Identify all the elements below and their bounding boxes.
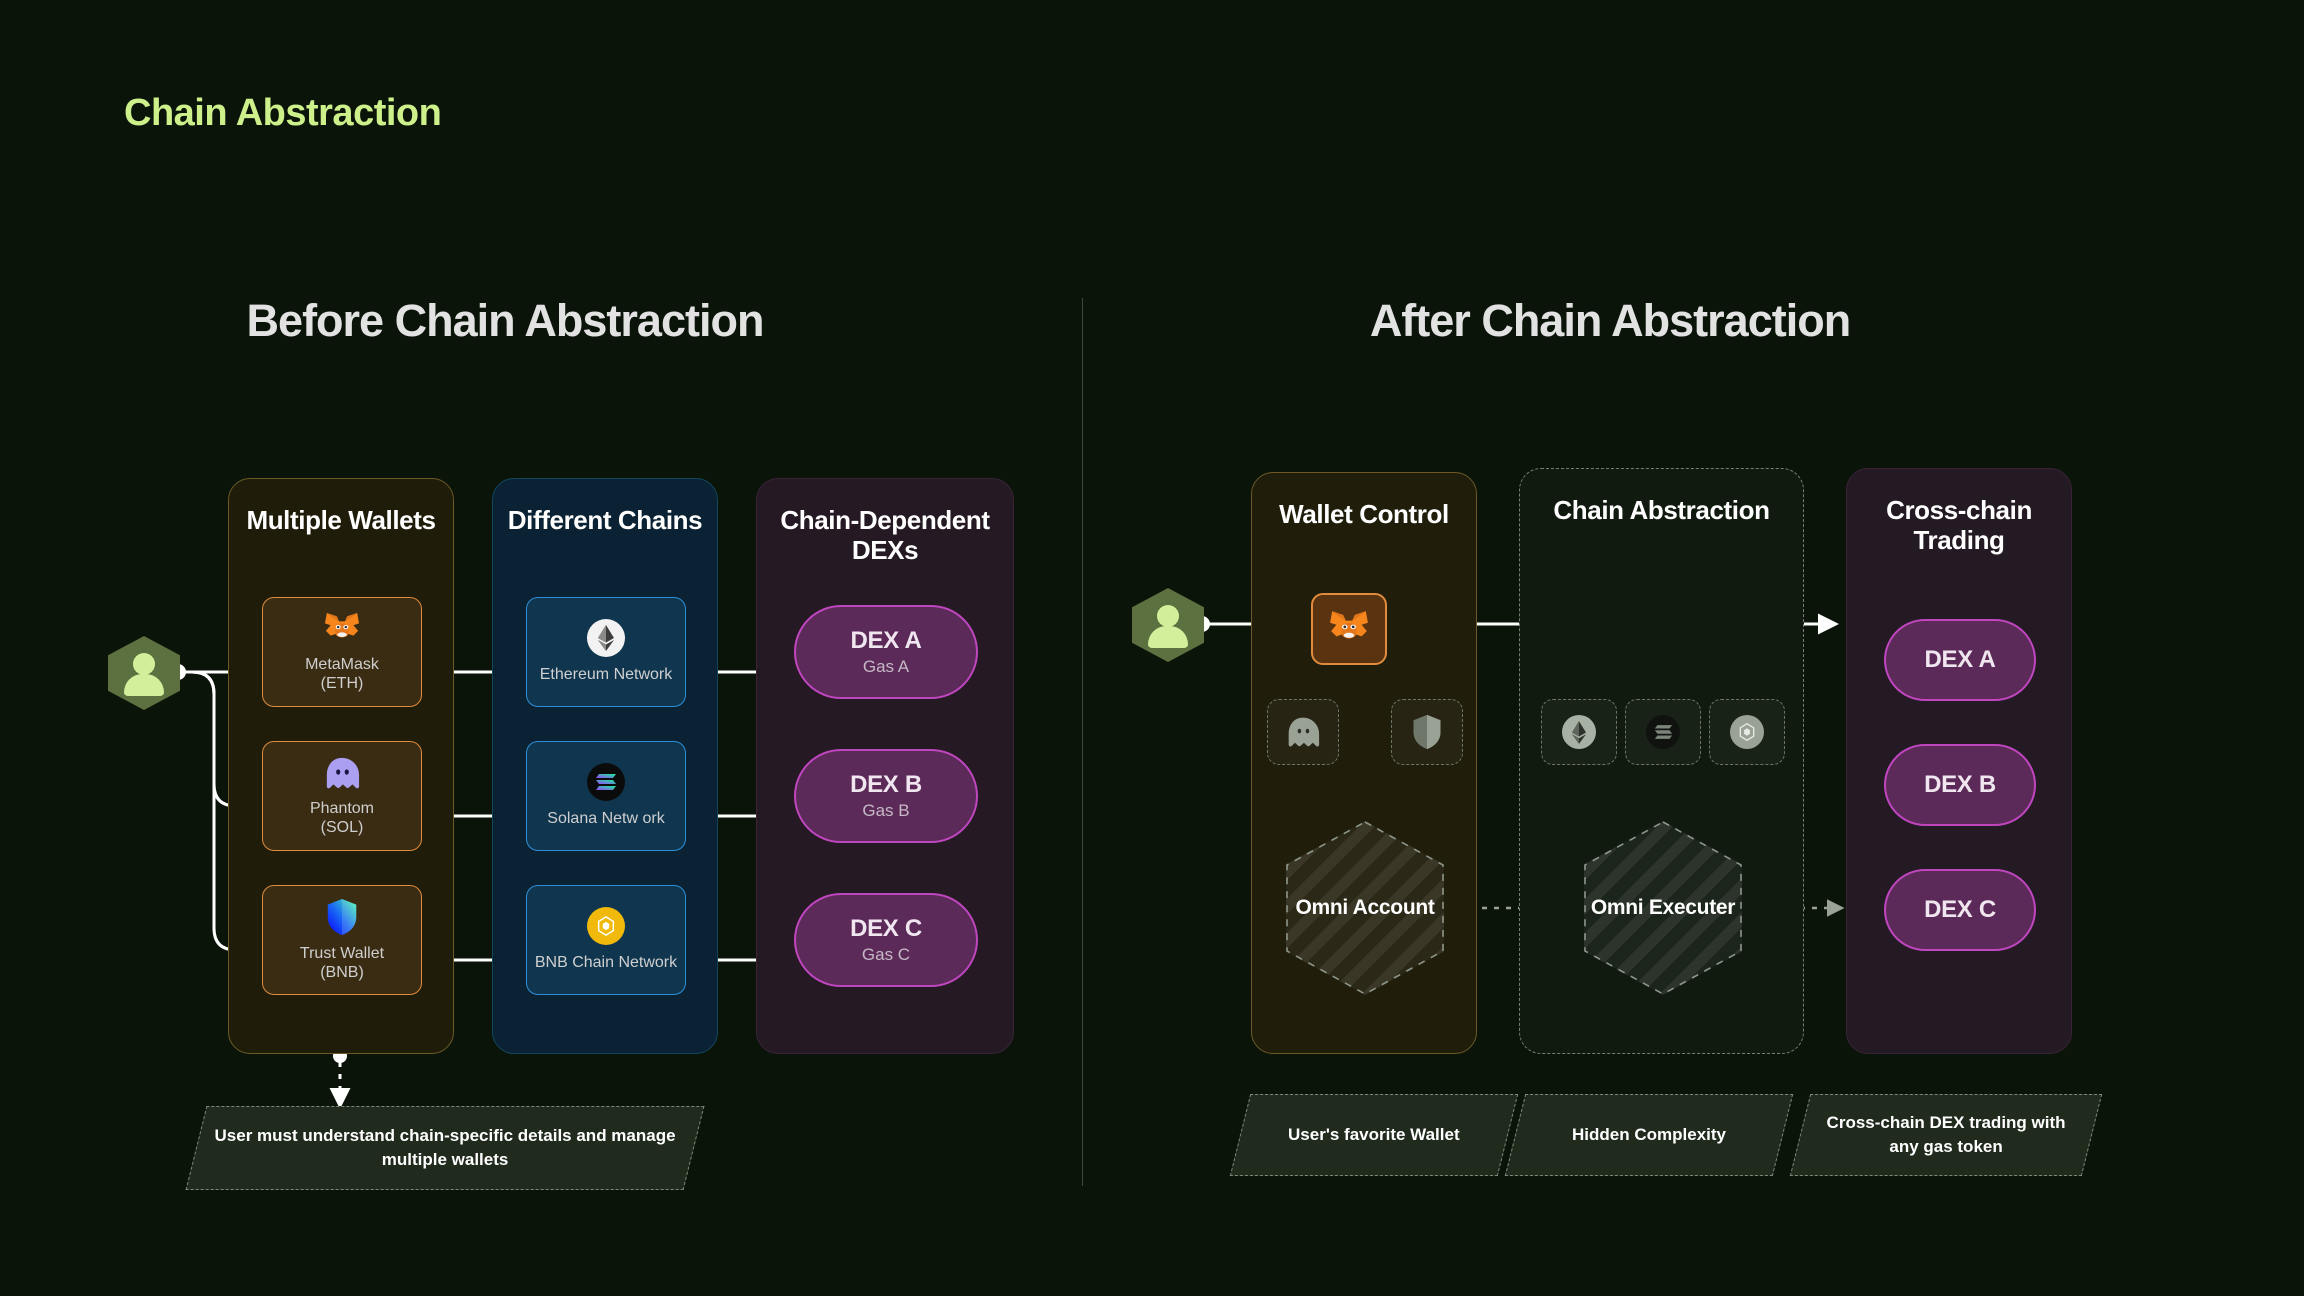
wallet-card-metamask[interactable]: MetaMask (ETH) [262,597,422,707]
panel-title-chain-dependent-dexs: Chain-Dependent DEXs [780,505,990,566]
trust-wallet-shield-icon [327,898,357,936]
metamask-fox-icon [1330,611,1368,639]
chain-card-bnb[interactable]: BNB Chain Network [526,885,686,995]
chain-card-ethereum[interactable]: Ethereum Network [526,597,686,707]
panel-chain-dependent-dexs: Chain-Dependent DEXs DEX A Gas A DEX B G… [756,478,1014,1054]
wallet-chain-phantom: (SOL) [320,819,364,836]
solana-icon [587,763,625,801]
dex-pill-c-after[interactable]: DEX C [1884,869,2036,951]
dex-pill-a-after[interactable]: DEX A [1884,619,2036,701]
panel-title-cross-chain-trading: Cross-chain Trading [1886,495,2032,556]
active-wallet-metamask[interactable] [1311,593,1387,665]
omni-account-node: Omni Account [1286,821,1444,995]
wallet-card-trust[interactable]: Trust Wallet (BNB) [262,885,422,995]
panel-title-chain-abstraction: Chain Abstraction [1553,495,1770,525]
note-after-complexity: Hidden Complexity [1504,1094,1794,1176]
note-before-text: User must understand chain-specific deta… [214,1126,676,1169]
panel-different-chains: Different Chains Ethereum Network [492,478,718,1054]
panel-wallet-control: Wallet Control [1251,472,1477,1054]
avatar-head-icon [133,653,155,675]
bnb-icon [587,907,625,945]
trust-wallet-shield-icon [1413,714,1441,750]
phantom-ghost-icon [1288,717,1320,747]
dex-pill-b-after[interactable]: DEX B [1884,744,2036,826]
hexagon-outline [1286,821,1444,995]
dex-gas-a-before: Gas A [862,657,910,676]
note-before: User must understand chain-specific deta… [185,1106,705,1190]
omni-executer-node: Omni Executer [1584,821,1742,995]
wallet-name-trust: Trust Wallet [299,945,385,962]
muted-chain-bnb [1709,699,1785,765]
chain-name-solana: Solana Netw ork [547,810,665,827]
panel-title-wallet-control: Wallet Control [1279,499,1449,529]
wallet-name-phantom: Phantom [309,800,375,817]
dex-pill-a-before[interactable]: DEX A Gas A [794,605,978,699]
avatar-head-icon-after [1157,605,1179,627]
section-divider [1082,298,1083,1186]
hexagon-outline [1584,821,1742,995]
avatar-body-icon [124,674,164,696]
note-after-wallet: User's favorite Wallet [1229,1094,1519,1176]
muted-chain-solana [1625,699,1701,765]
panel-title-different-chains: Different Chains [507,505,703,535]
note-after-complexity-text: Hidden Complexity [1572,1125,1726,1145]
chain-name-bnb: BNB Chain Network [534,954,678,971]
dex-name-b-after: DEX B [1924,771,1996,798]
muted-wallet-trust [1391,699,1463,765]
avatar-body-icon-after [1148,626,1188,648]
user-avatar-before [108,636,180,710]
muted-chain-ethereum [1541,699,1617,765]
dex-name-a-before: DEX A [850,627,922,654]
wallet-name-metamask: MetaMask [305,656,379,673]
ethereum-icon [587,619,625,657]
panel-cross-chain-trading: Cross-chain Trading DEX A DEX B DEX C [1846,468,2072,1054]
note-after-trading-text: Cross-chain DEX trading with any gas tok… [1826,1113,2066,1156]
dex-name-c-before: DEX C [850,915,922,942]
phantom-ghost-icon [326,757,360,789]
dex-gas-c-before: Gas C [861,945,911,964]
bnb-icon [1730,715,1764,749]
dex-name-c-after: DEX C [1924,896,1996,923]
user-avatar-after [1132,588,1204,662]
omni-executer-label: Omni Executer [1590,896,1736,920]
metamask-fox-icon [324,612,360,638]
solana-icon [1646,715,1680,749]
dex-pill-c-before[interactable]: DEX C Gas C [794,893,978,987]
note-after-trading: Cross-chain DEX trading with any gas tok… [1789,1094,2103,1176]
note-after-wallet-text: User's favorite Wallet [1288,1125,1460,1145]
dex-name-a-after: DEX A [1924,646,1996,673]
page-title: Chain Abstraction [124,92,442,134]
panel-chain-abstraction: Chain Abstraction [1519,468,1804,1054]
section-heading-after: After Chain Abstraction [1369,295,1851,346]
chain-name-ethereum: Ethereum Network [539,666,673,683]
dex-name-b-before: DEX B [850,771,922,798]
section-heading-before: Before Chain Abstraction [246,295,765,346]
dex-pill-b-before[interactable]: DEX B Gas B [794,749,978,843]
wallet-chain-metamask: (ETH) [320,675,364,692]
panel-multiple-wallets: Multiple Wallets MetaMask (ETH) [228,478,454,1054]
ethereum-icon [1562,715,1596,749]
muted-wallet-phantom [1267,699,1339,765]
chain-card-solana[interactable]: Solana Netw ork [526,741,686,851]
wallet-chain-trust: (BNB) [320,964,364,981]
panel-title-multiple-wallets: Multiple Wallets [246,505,436,535]
dex-gas-b-before: Gas B [862,801,910,820]
omni-account-label: Omni Account [1295,896,1435,920]
wallet-card-phantom[interactable]: Phantom (SOL) [262,741,422,851]
